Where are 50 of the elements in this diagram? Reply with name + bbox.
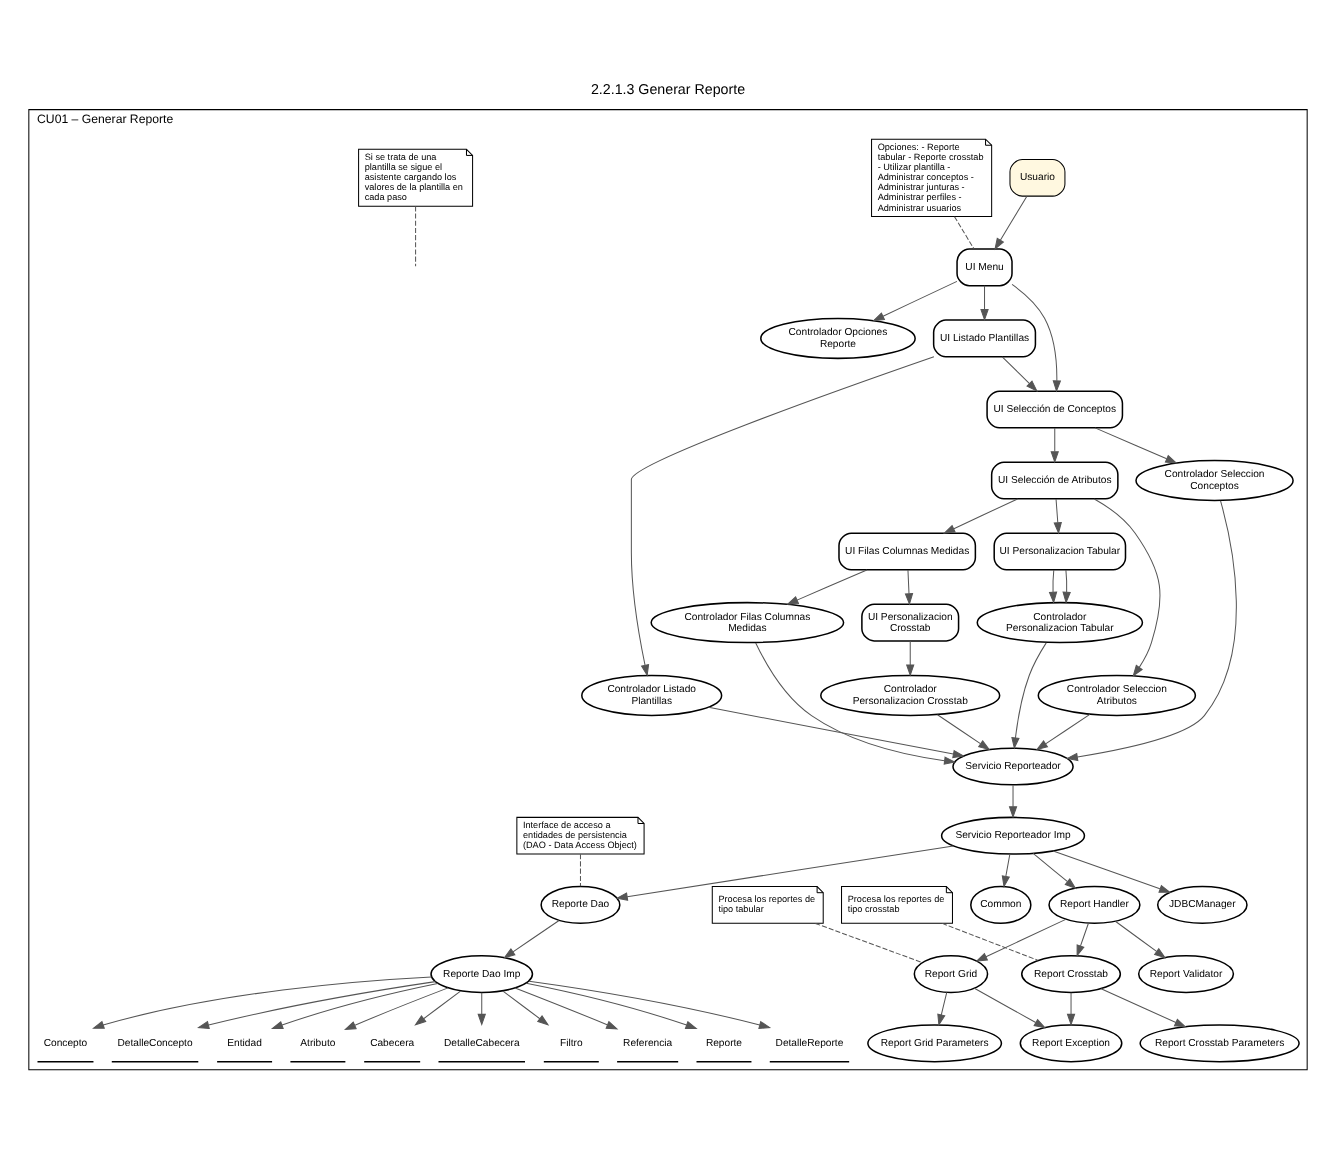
arrow <box>528 979 772 1029</box>
arrow <box>1048 568 1058 603</box>
arrow <box>1001 355 1038 391</box>
arrow <box>994 195 1028 250</box>
arrow <box>525 981 698 1028</box>
arrow <box>1093 497 1161 676</box>
arrow <box>937 713 991 750</box>
arrow <box>1052 849 1172 892</box>
arrow <box>943 497 1019 533</box>
arrow <box>975 917 1067 961</box>
connector <box>814 921 923 963</box>
arrow <box>755 641 957 764</box>
arrow <box>980 284 989 321</box>
arrow <box>937 990 948 1026</box>
arrow <box>503 919 560 958</box>
arrow <box>1011 282 1062 392</box>
arrow <box>786 568 868 604</box>
arrow <box>414 989 462 1025</box>
arrow <box>1035 712 1091 750</box>
arrow <box>1100 987 1187 1027</box>
arrow <box>92 975 432 1028</box>
arrow <box>343 986 449 1030</box>
arrow <box>502 989 550 1025</box>
connector <box>941 921 1039 960</box>
arrow <box>872 279 958 321</box>
arrow <box>905 639 915 676</box>
arrow <box>1050 426 1060 463</box>
arrow <box>1094 426 1178 463</box>
arrow <box>477 991 487 1026</box>
arrow <box>197 980 436 1029</box>
arrow <box>270 982 439 1029</box>
arrow <box>1053 497 1063 534</box>
connector <box>579 852 581 886</box>
arrow <box>514 986 619 1029</box>
arrow <box>973 986 1047 1028</box>
arrow <box>904 568 914 605</box>
connector <box>954 215 975 249</box>
arrow <box>1066 991 1076 1026</box>
arrow <box>1062 568 1071 603</box>
arrow <box>1011 641 1047 749</box>
arrow <box>1008 783 1018 818</box>
arrow <box>630 355 935 676</box>
arrow <box>1115 920 1167 958</box>
arrow <box>1065 499 1237 761</box>
arrow <box>615 844 954 900</box>
arrow <box>1032 851 1077 889</box>
arrow <box>1001 852 1011 887</box>
arrow <box>708 705 965 758</box>
arrow <box>1076 921 1089 957</box>
connector <box>415 205 417 266</box>
